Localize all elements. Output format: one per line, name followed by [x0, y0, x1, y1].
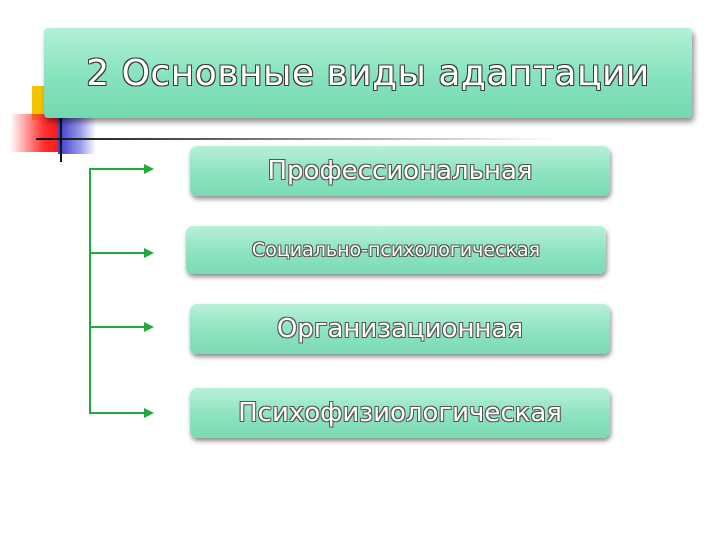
decorative-vertical-line — [60, 118, 62, 162]
connector-line-2 — [89, 252, 149, 254]
arrow-right-icon — [144, 408, 154, 418]
decorative-blue-square — [58, 116, 96, 154]
item-box-professional: Профессиональная — [190, 146, 610, 196]
arrow-right-icon — [144, 322, 154, 332]
item-label: Организационная — [276, 314, 524, 344]
item-box-organizational: Организационная — [190, 304, 610, 354]
title-box: 2 Основные виды адаптации — [44, 28, 692, 118]
connector-line-4 — [89, 412, 149, 414]
item-label: Психофизиологическая — [238, 398, 562, 428]
slide-title: 2 Основные виды адаптации — [86, 52, 650, 94]
bracket-vertical-line — [89, 168, 91, 414]
item-box-psychophysiological: Психофизиологическая — [190, 388, 610, 438]
decorative-horizontal-line — [36, 138, 556, 140]
connector-line-3 — [89, 326, 149, 328]
item-box-social-psychological: Социально-психологическая — [186, 226, 606, 274]
arrow-right-icon — [144, 164, 154, 174]
item-label: Социально-психологическая — [251, 239, 541, 261]
item-label: Профессиональная — [267, 156, 533, 186]
connector-line-1 — [89, 168, 149, 170]
arrow-right-icon — [144, 248, 154, 258]
decorative-red-gradient — [10, 114, 58, 152]
